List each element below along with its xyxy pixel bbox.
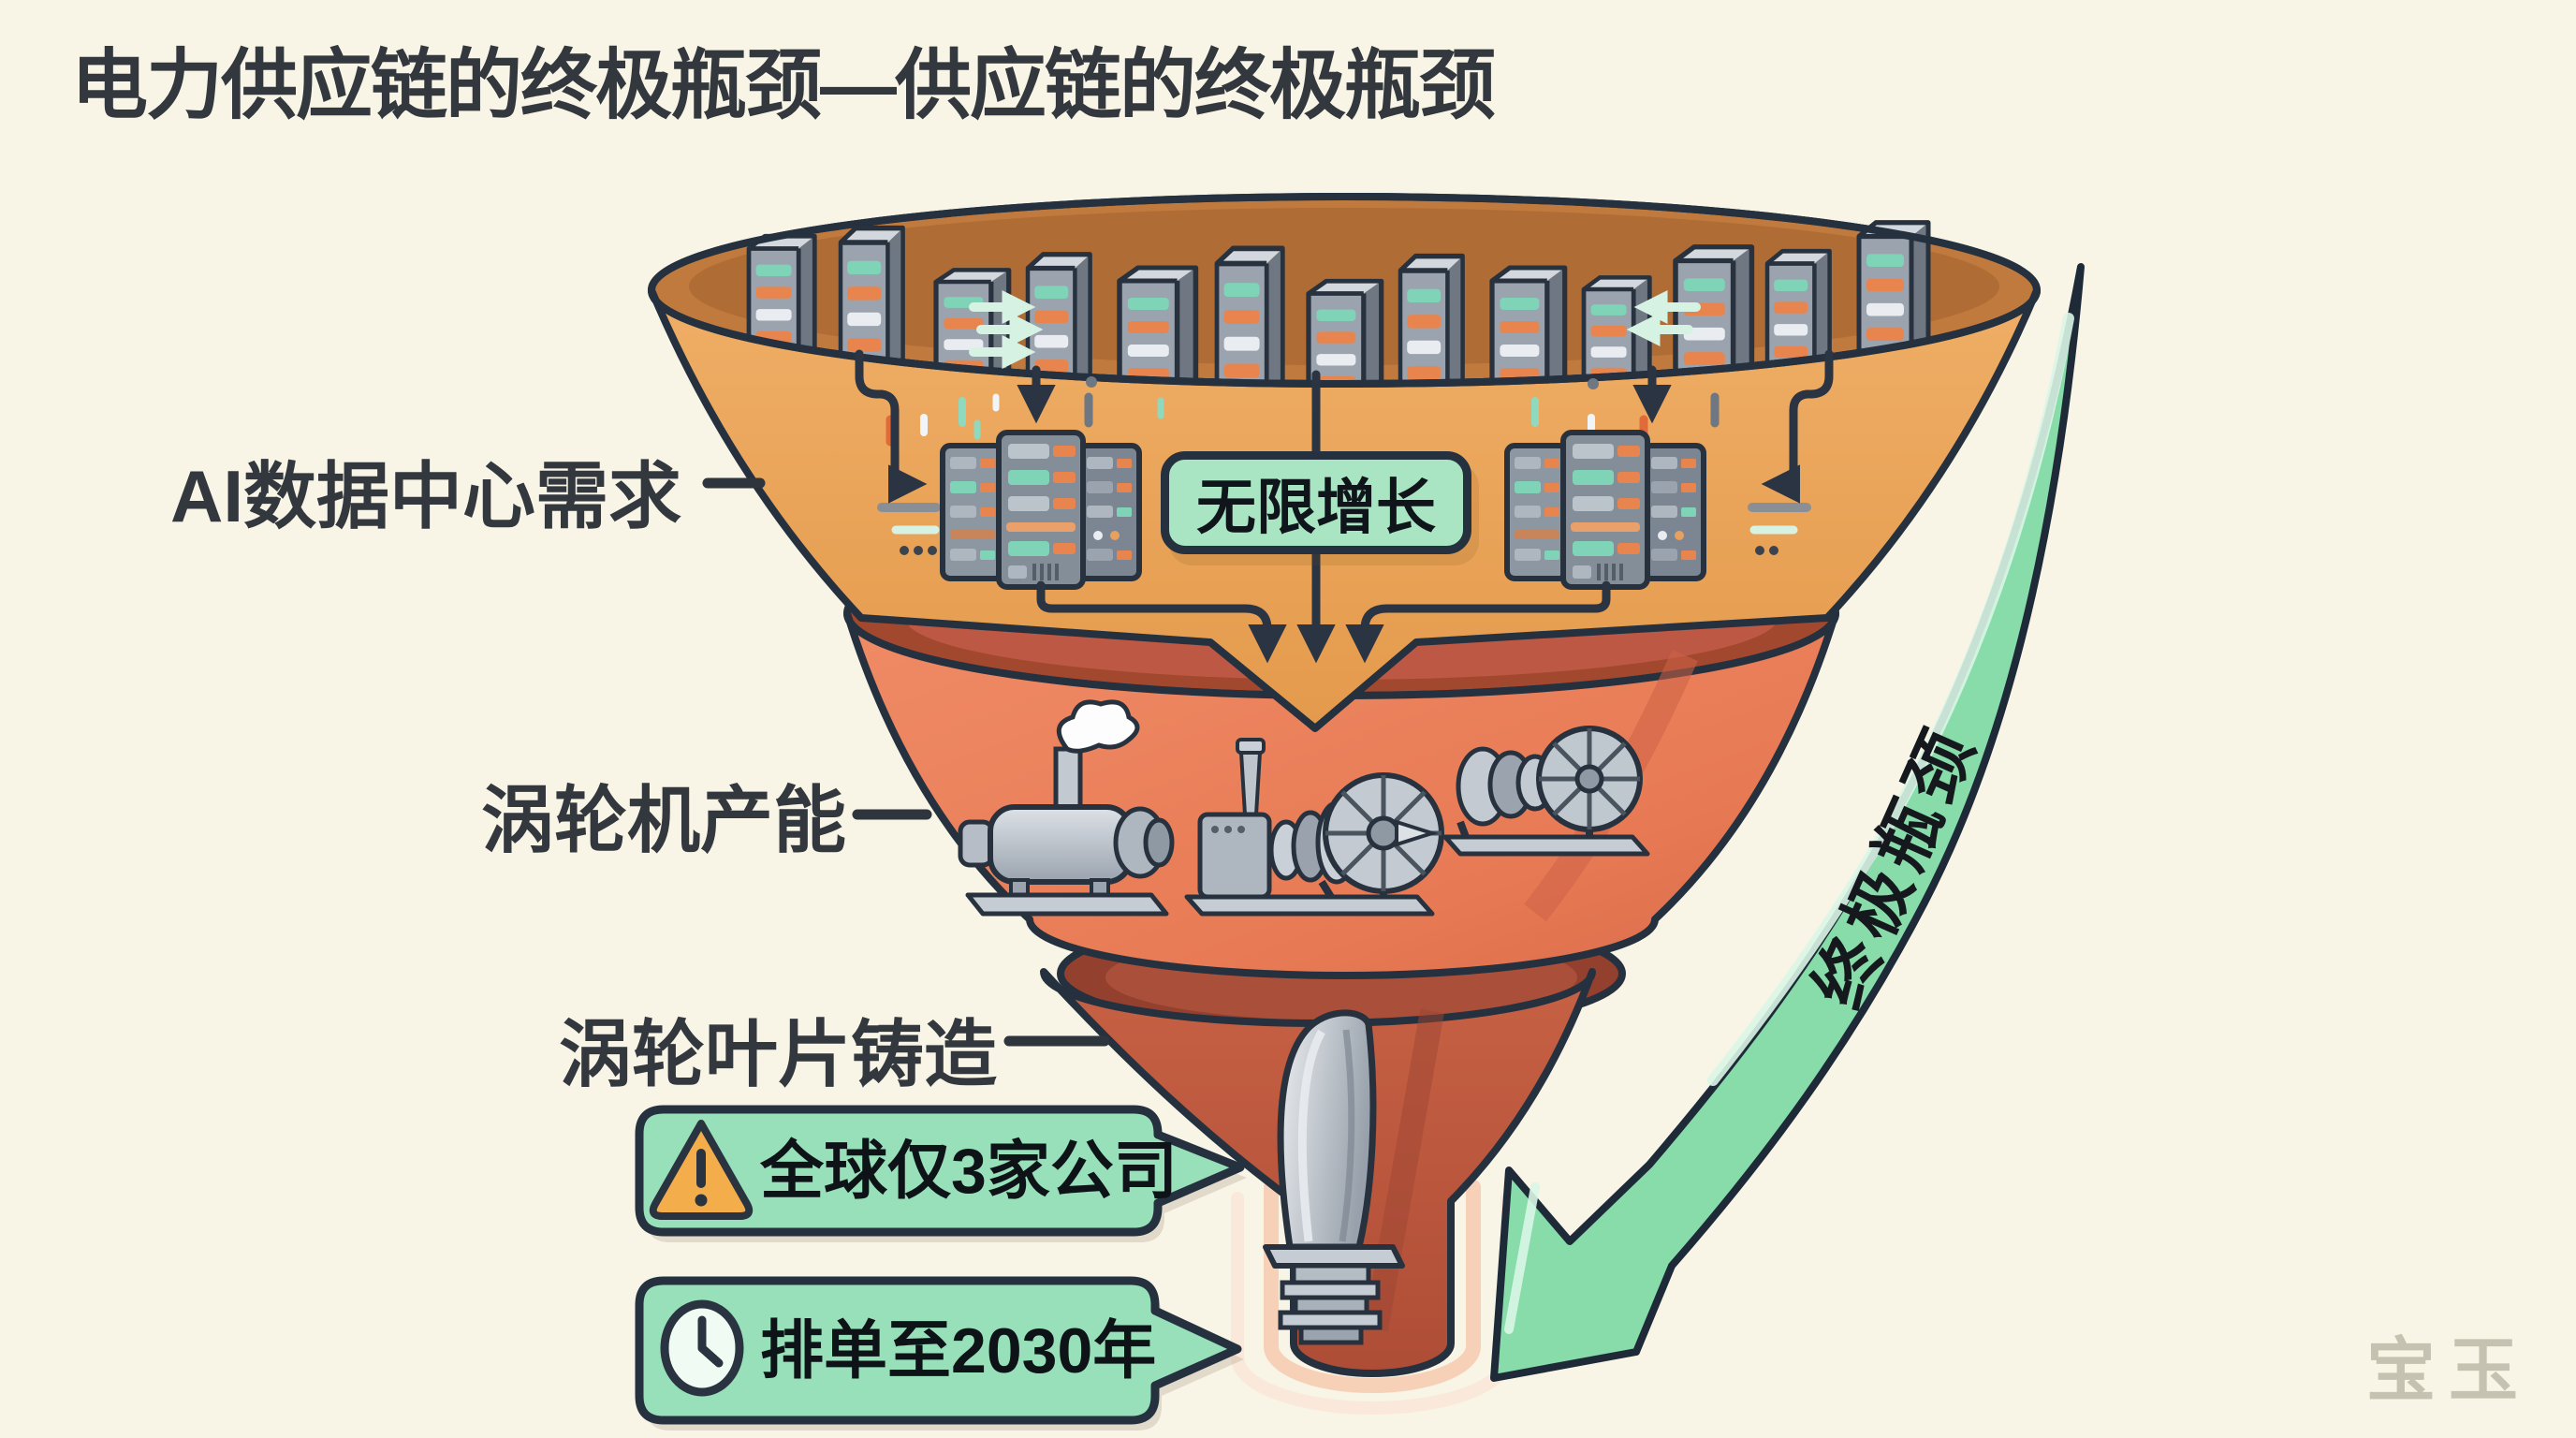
data-sparks [877,376,1811,555]
watermark: 宝玉 [2366,1331,2531,1409]
label-blade-casting: 涡轮叶片铸造 [559,1013,998,1095]
gas-turbine-icon [1184,738,1444,917]
turbine-icon [1442,726,1650,857]
unlimited-growth-badge: 无限增长 [1161,451,1471,554]
funnel-stage3-blade-casting [1040,912,1626,1415]
spout-glow-inner [1264,1180,1481,1393]
smoke-icon [1056,699,1140,754]
clock-icon [660,1299,744,1397]
callout-companies: 全球仅3家公司 [635,1105,1247,1242]
callout-orders: 排单至2030年 [635,1276,1244,1431]
warning-icon [649,1120,754,1220]
callout-orders-text: 排单至2030年 [760,1315,1156,1387]
turbine-icon [958,699,1175,917]
transfer-arrows-icon [969,290,1701,369]
callout-companies-text: 全球仅3家公司 [759,1136,1178,1207]
bottleneck-arrow [1490,263,2085,1382]
page-title: 电力供应链的终极瓶颈—供应链的终极瓶颈 [71,43,1496,128]
label-turbine-capacity: 涡轮机产能 [481,779,847,861]
label-connectors [702,477,1110,1047]
turbine-blade-icon [1263,1009,1405,1345]
label-ai-datacenter-demand: AI数据中心需求 [170,455,682,537]
